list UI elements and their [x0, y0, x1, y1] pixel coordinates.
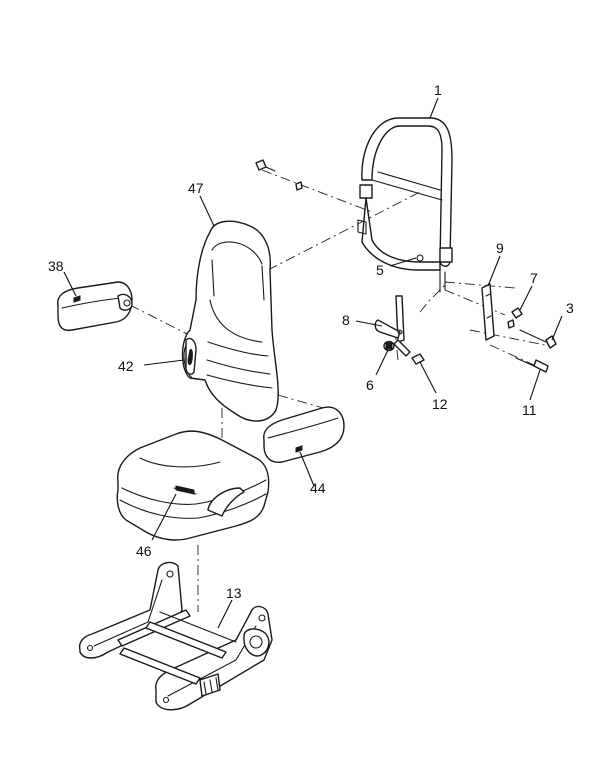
callout-38: 38 [48, 258, 64, 274]
callout-3: 3 [566, 300, 574, 316]
knob-part-6 [383, 340, 395, 352]
assembly-lines [129, 169, 546, 612]
screw-part-3 [507, 319, 557, 349]
right-armrest [263, 406, 345, 463]
upper-bolt [255, 159, 303, 191]
callout-47: 47 [188, 180, 204, 196]
left-armrest [57, 281, 133, 332]
lever-assembly [374, 295, 411, 357]
bracket-plate [481, 283, 495, 341]
callout-46: 46 [136, 543, 152, 559]
callout-1: 1 [434, 82, 442, 98]
callout-12: 12 [432, 396, 448, 412]
seat-base-frame [78, 561, 273, 711]
callout-13: 13 [226, 585, 242, 601]
screw-part-12 [411, 353, 425, 365]
callout-7: 7 [530, 270, 538, 286]
screw-part-7 [511, 307, 523, 319]
callout-11: 11 [522, 402, 537, 418]
long-bolt-part-11 [515, 357, 549, 373]
callout-6: 6 [366, 377, 374, 393]
callout-9: 9 [496, 240, 504, 256]
callouts: 1 3 5 6 7 8 9 11 12 13 38 42 44 46 47 [48, 82, 574, 601]
leader-lines [63, 97, 563, 629]
head-restraint-frame [357, 117, 453, 293]
callout-42: 42 [118, 358, 134, 374]
seat-cushion [116, 430, 270, 541]
callout-8: 8 [342, 312, 350, 328]
callout-5: 5 [376, 262, 384, 278]
callout-44: 44 [310, 480, 326, 496]
seat-back [181, 220, 279, 422]
